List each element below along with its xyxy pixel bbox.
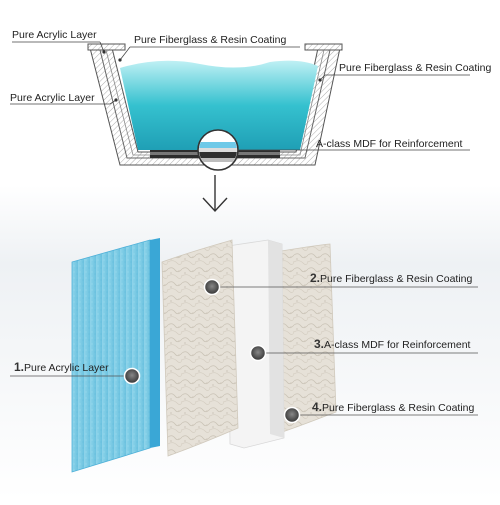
layer-1-number: 1. xyxy=(14,360,25,374)
layer-4-text: Pure Fiberglass & Resin Coating xyxy=(322,402,475,414)
label-fiberglass-top: Pure Fiberglass & Resin Coating xyxy=(134,34,287,46)
layer-4-number: 4. xyxy=(312,400,323,414)
layer-1-acrylic-edge xyxy=(150,238,160,448)
layer-2-fiberglass xyxy=(161,239,239,457)
layer-4-label: 4.Pure Fiberglass & Resin Coating xyxy=(312,401,474,414)
layer-3-number: 3. xyxy=(314,337,325,351)
down-arrow-icon xyxy=(202,175,228,213)
layer-3-text: A-class MDF for Reinforcement xyxy=(324,339,471,351)
label-acrylic-left: Pure Acrylic Layer xyxy=(10,92,95,104)
layer-1-text: Pure Acrylic Layer xyxy=(24,362,109,374)
bottom-leader-lines xyxy=(10,286,478,416)
layer-1-label: 1.Pure Acrylic Layer xyxy=(14,361,109,374)
layer-1-acrylic xyxy=(71,239,151,473)
label-mdf-right: A-class MDF for Reinforcement xyxy=(316,138,463,150)
label-acrylic-top: Pure Acrylic Layer xyxy=(12,29,97,41)
label-fiberglass-right: Pure Fiberglass & Resin Coating xyxy=(339,62,492,74)
magnifier-circle xyxy=(197,129,239,171)
layer-3-mdf-edge xyxy=(268,240,284,438)
layer-2-label: 2.Pure Fiberglass & Resin Coating xyxy=(310,272,472,285)
layer-2-number: 2. xyxy=(310,271,321,285)
layer-2-text: Pure Fiberglass & Resin Coating xyxy=(320,273,473,285)
bottom-marker-dots xyxy=(123,278,301,424)
top-leader-dots xyxy=(102,50,322,102)
layer-4-fiberglass xyxy=(274,243,337,433)
layer-3-label: 3.A-class MDF for Reinforcement xyxy=(314,338,470,351)
top-leader-lines xyxy=(10,41,470,151)
